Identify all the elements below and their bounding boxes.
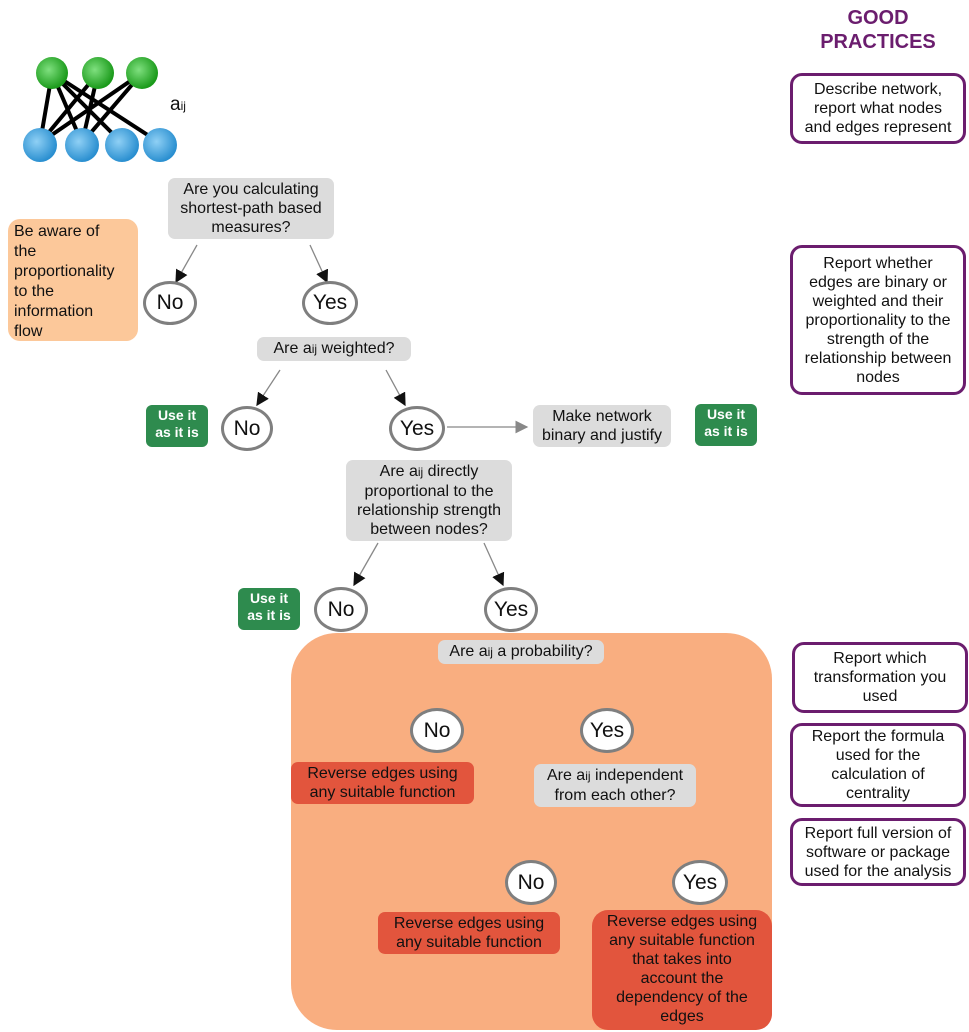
practice-report-transformation: Report which transformation you used — [792, 642, 968, 713]
reverse-edges-dependent: Reverse edges using any suitable functio… — [592, 910, 772, 1030]
reverse-edges-not-probability: Reverse edges using any suitable functio… — [291, 762, 474, 804]
answer-no-independent: No — [505, 860, 557, 905]
answer-yes-probability: Yes — [580, 708, 634, 753]
use-as-is-binary: Use it as it is — [695, 404, 757, 446]
question-probability: Are aij a probability? — [438, 640, 604, 664]
answer-yes-weighted: Yes — [389, 406, 445, 451]
answer-yes-independent: Yes — [672, 860, 728, 905]
make-binary-box: Make network binary and justify — [533, 405, 671, 447]
answer-no-weighted: No — [221, 406, 273, 451]
network-node — [65, 128, 99, 162]
network-node — [82, 57, 114, 89]
answer-yes-shortest-path: Yes — [302, 281, 358, 325]
question-weighted: Are aij weighted? — [257, 337, 411, 361]
practice-report-edges: Report whether edges are binary or weigh… — [790, 245, 966, 395]
question-shortest-path: Are you calculating shortest-path based … — [168, 178, 334, 239]
answer-no-probability: No — [410, 708, 464, 753]
answer-no-shortest-path: No — [143, 281, 197, 325]
network-edge-label: aij — [170, 94, 186, 115]
good-practices-title: GOOD PRACTICES — [820, 7, 936, 53]
question-independent: Are aij independent from each other? — [534, 764, 696, 807]
network-node — [23, 128, 57, 162]
question-directly-proportional: Are aij directly proportional to the rel… — [346, 460, 512, 541]
practice-describe-network: Describe network, report what nodes and … — [790, 73, 966, 144]
practice-report-formula: Report the formula used for the calculat… — [790, 723, 966, 807]
note-proportionality: Be aware of the proportionality to the i… — [8, 219, 138, 341]
network-node — [143, 128, 177, 162]
network-node — [36, 57, 68, 89]
network-node — [105, 128, 139, 162]
answer-no-proportional: No — [314, 587, 368, 632]
network-node — [126, 57, 158, 89]
practice-report-software: Report full version of software or packa… — [790, 818, 966, 886]
use-as-is-unweighted: Use it as it is — [146, 405, 208, 447]
use-as-is-proportional: Use it as it is — [238, 588, 300, 630]
answer-yes-proportional: Yes — [484, 587, 538, 632]
network-nodes — [23, 57, 177, 162]
reverse-edges-not-independent: Reverse edges using any suitable functio… — [378, 912, 560, 954]
